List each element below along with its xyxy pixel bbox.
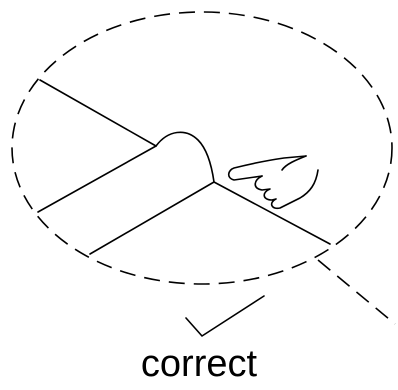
pointing-hand-icon	[229, 156, 318, 208]
tape-fold-curl	[156, 132, 214, 182]
check-stroke	[186, 296, 264, 336]
hand-knuckles	[255, 170, 318, 208]
tape-lower-edge	[90, 182, 214, 254]
surface-back-edge	[40, 80, 156, 146]
hand-index-finger	[229, 156, 306, 180]
magnifier-lens-icon	[12, 12, 395, 324]
check-mark-icon	[186, 296, 264, 336]
surface-front-edge	[214, 182, 330, 244]
tape-upper-edge	[38, 146, 156, 212]
magnifier-handle	[318, 260, 395, 324]
magnifier-outline	[12, 12, 392, 284]
caption-correct: correct	[0, 342, 398, 386]
tape-edge-drawing	[38, 80, 330, 254]
